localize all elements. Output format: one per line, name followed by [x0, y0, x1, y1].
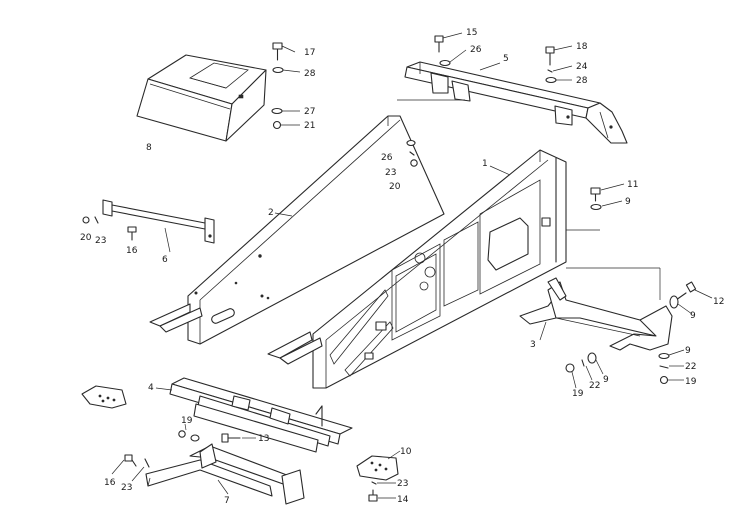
fastener-stack-4 — [111, 423, 256, 482]
label-21: 21 — [304, 121, 315, 131]
label-10: 10 — [400, 447, 412, 457]
label-23-bottom: 23 — [121, 483, 132, 493]
label-7: 7 — [224, 496, 230, 506]
label-24: 24 — [576, 62, 588, 72]
label-8: 8 — [146, 143, 152, 153]
label-26-top: 26 — [470, 45, 482, 55]
label-16-bottom: 16 — [104, 478, 116, 488]
label-1: 1 — [482, 159, 488, 169]
label-23-mid: 23 — [385, 168, 396, 178]
part-3-rear-bracket — [519, 277, 673, 351]
part-8-cover-hood — [136, 54, 267, 142]
label-11: 11 — [627, 180, 638, 190]
label-15: 15 — [466, 28, 477, 38]
label-13: 13 — [258, 434, 269, 444]
part-labels: 17 28 27 21 8 15 26 5 18 24 28 26 23 20 … — [80, 28, 724, 506]
part-7-lower-frame — [145, 443, 305, 505]
label-6: 6 — [162, 255, 168, 265]
label-9-top: 9 — [625, 197, 631, 207]
label-9-right: 9 — [690, 311, 696, 321]
part-2-side-frame — [149, 115, 445, 345]
label-4: 4 — [148, 383, 154, 393]
label-2: 2 — [268, 208, 274, 218]
label-22-bottom: 22 — [589, 381, 600, 391]
label-19-left: 19 — [181, 416, 193, 426]
label-18: 18 — [576, 42, 588, 52]
label-23-left: 23 — [95, 236, 106, 246]
part-5-upper-rail — [404, 61, 628, 144]
fastener-stack-1 — [590, 183, 625, 211]
label-14: 14 — [397, 495, 409, 505]
fastener-stack-2 — [406, 139, 418, 167]
fastener-stack-8 — [271, 42, 301, 130]
label-19-bottom: 19 — [572, 389, 584, 399]
label-20-mid: 20 — [389, 182, 401, 192]
label-9-bottom: 9 — [603, 375, 609, 385]
fastener-stack-5 — [397, 32, 573, 101]
label-9-lower: 9 — [685, 346, 691, 356]
label-27: 27 — [304, 107, 315, 117]
label-16-left: 16 — [126, 246, 138, 256]
part-6-cross-tube — [82, 199, 215, 253]
label-5: 5 — [503, 54, 509, 64]
label-17: 17 — [304, 48, 315, 58]
label-22-right: 22 — [685, 362, 696, 372]
label-12: 12 — [713, 297, 724, 307]
label-3: 3 — [530, 340, 536, 350]
label-28-left: 28 — [304, 69, 316, 79]
part-1-main-frame — [267, 149, 661, 389]
label-19-right: 19 — [685, 377, 697, 387]
fastener-stack-3 — [565, 281, 713, 389]
label-28-right: 28 — [576, 76, 588, 86]
label-20-left: 20 — [80, 233, 92, 243]
part-10-plate — [356, 450, 401, 502]
part-4-lower-rail — [81, 377, 353, 453]
label-23-plate: 23 — [397, 479, 408, 489]
label-26-mid: 26 — [381, 153, 393, 163]
